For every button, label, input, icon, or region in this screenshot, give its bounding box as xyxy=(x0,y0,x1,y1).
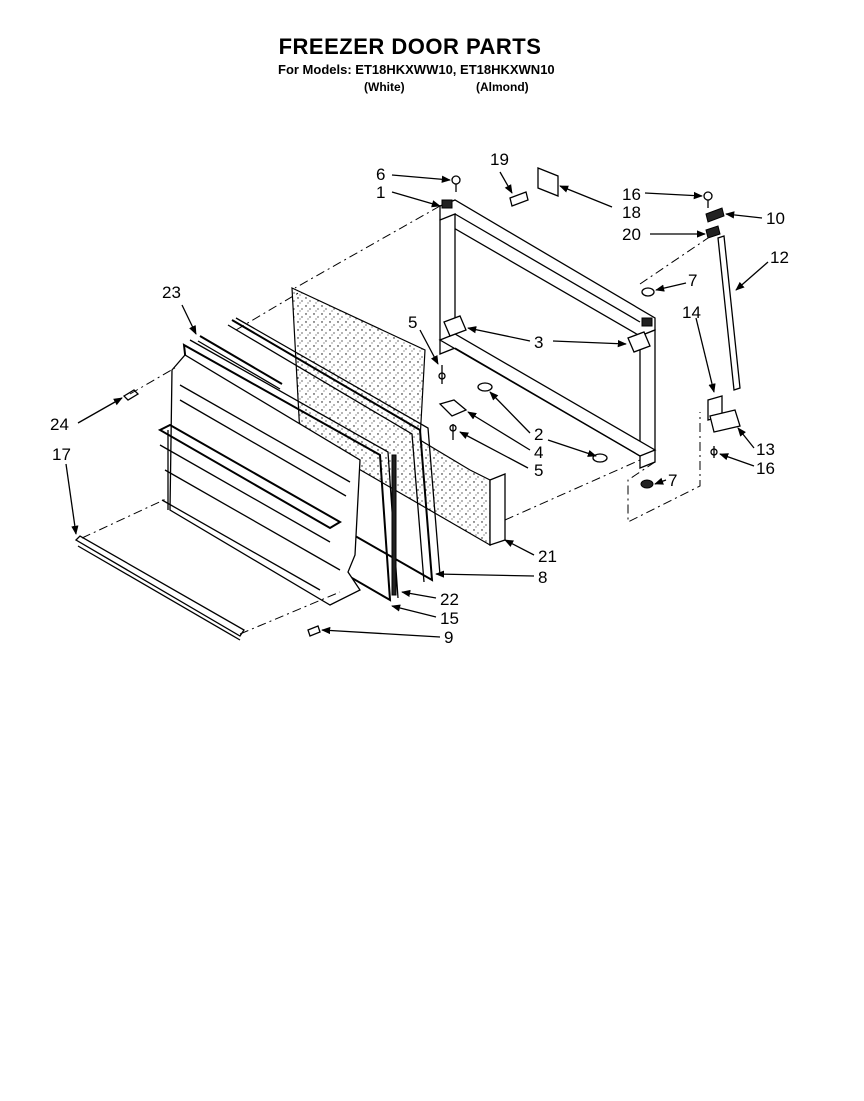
callout-10: 10 xyxy=(766,209,785,228)
callout-8: 8 xyxy=(538,568,547,587)
callout-12: 12 xyxy=(770,248,789,267)
callout-24: 24 xyxy=(50,415,69,434)
callout-16-bottom: 16 xyxy=(756,459,775,478)
lower-hinge xyxy=(707,395,741,433)
shelf-bar xyxy=(197,335,283,390)
small-parts xyxy=(122,167,725,637)
callout-4: 4 xyxy=(534,443,543,462)
callout-5-bottom: 5 xyxy=(534,461,543,480)
hinge-strip xyxy=(717,235,741,391)
callout-7-top: 7 xyxy=(688,271,697,290)
callout-2: 2 xyxy=(534,425,543,444)
callout-23: 23 xyxy=(162,283,181,302)
alignment-lines xyxy=(81,205,709,635)
callout-20: 20 xyxy=(622,225,641,244)
hinge-plates xyxy=(443,315,651,353)
callout-18: 18 xyxy=(622,203,641,222)
callout-3: 3 xyxy=(534,333,543,352)
callout-7-bottom: 7 xyxy=(668,471,677,490)
callout-13: 13 xyxy=(756,440,775,459)
color-almond-label: (Almond) xyxy=(476,80,529,94)
leader-lines xyxy=(65,171,769,638)
callout-9: 9 xyxy=(444,628,453,647)
callout-5-top: 5 xyxy=(408,313,417,332)
bottom-trim xyxy=(74,535,245,641)
callout-22: 22 xyxy=(440,590,459,609)
page-title: FREEZER DOOR PARTS xyxy=(278,34,542,59)
callout-17: 17 xyxy=(52,445,71,464)
callout-16-top: 16 xyxy=(622,185,641,204)
callout-labels: 1 6 19 18 16 10 20 12 7 23 5 3 14 2 4 5 … xyxy=(50,150,789,647)
models-line: For Models: ET18HKXWW10, ET18HKXWN10 xyxy=(278,62,555,77)
callout-21: 21 xyxy=(538,547,557,566)
callout-6: 6 xyxy=(376,165,385,184)
inner-door-liner xyxy=(157,354,361,606)
color-white-label: (White) xyxy=(364,80,405,94)
callout-15: 15 xyxy=(440,609,459,628)
callout-19: 19 xyxy=(490,150,509,169)
callout-14: 14 xyxy=(682,303,701,322)
callout-1: 1 xyxy=(376,183,385,202)
